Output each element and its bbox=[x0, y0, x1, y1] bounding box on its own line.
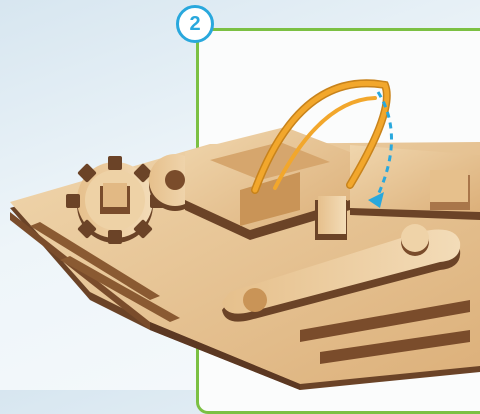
assembly-illustration bbox=[0, 0, 480, 390]
